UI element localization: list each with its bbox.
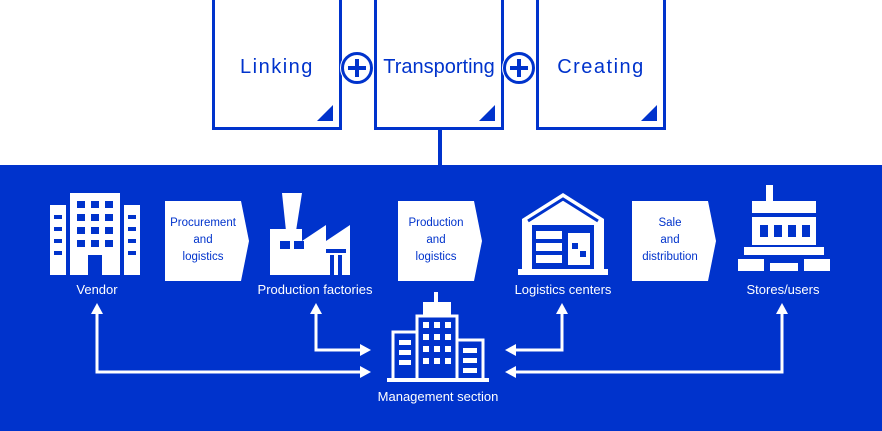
creating-label: Creating bbox=[557, 56, 645, 78]
linking-label: Linking bbox=[240, 56, 314, 78]
step-line-2: and bbox=[193, 234, 213, 246]
corner-triangle-icon bbox=[317, 105, 333, 121]
factories-label: Production factories bbox=[257, 282, 373, 297]
step-line-3: logistics bbox=[182, 251, 224, 263]
corner-triangle-icon bbox=[479, 105, 495, 121]
warehouse-icon bbox=[518, 193, 608, 275]
step-line-1: Procurement bbox=[170, 217, 236, 229]
chevron-arrow-icon bbox=[632, 201, 716, 281]
production-step: Production and logistics bbox=[398, 201, 482, 281]
plus-icon bbox=[502, 51, 536, 85]
connector-line bbox=[438, 130, 442, 166]
chevron-arrow-icon bbox=[165, 201, 249, 281]
step-line-1: Sale bbox=[658, 217, 682, 229]
step-line-3: distribution bbox=[642, 251, 698, 263]
factory-icon bbox=[270, 193, 350, 275]
logistics-label: Logistics centers bbox=[514, 282, 612, 297]
plus-icon bbox=[340, 51, 374, 85]
step-line-1: Production bbox=[408, 217, 464, 229]
office-tower-icon bbox=[387, 292, 489, 382]
step-line-3: logistics bbox=[415, 251, 457, 263]
creating-box: Creating bbox=[536, 0, 666, 130]
transporting-label: Transporting bbox=[383, 56, 495, 78]
step-line-2: and bbox=[660, 234, 680, 246]
management-label: Management section bbox=[377, 389, 499, 404]
building-icon bbox=[50, 193, 140, 275]
step-line-2: and bbox=[426, 234, 446, 246]
chevron-arrow-icon bbox=[398, 201, 482, 281]
corner-triangle-icon bbox=[641, 105, 657, 121]
vendor-label: Vendor bbox=[76, 282, 118, 297]
store-icon bbox=[738, 185, 830, 271]
procurement-step: Procurement and logistics bbox=[165, 201, 249, 281]
linking-box: Linking bbox=[212, 0, 342, 130]
stores-label: Stores/users bbox=[746, 282, 820, 297]
sale-step: Sale and distribution bbox=[632, 201, 716, 281]
